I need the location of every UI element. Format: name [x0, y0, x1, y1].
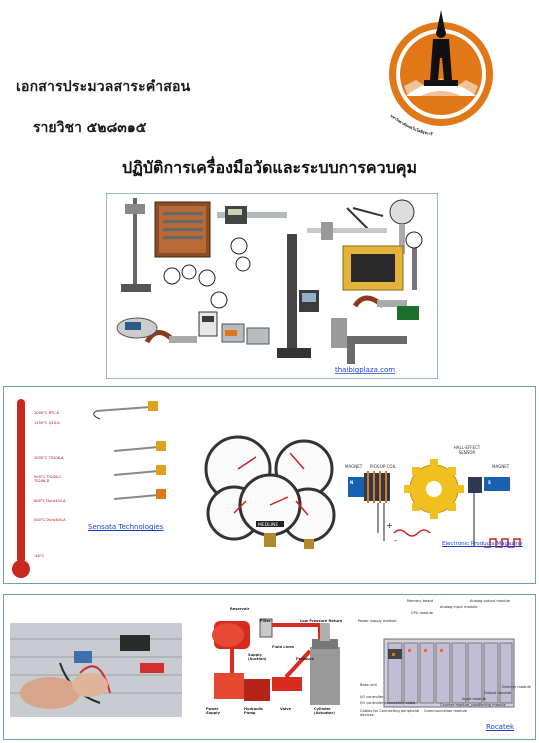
plc-input-label: Input module	[462, 697, 486, 701]
magnet-right-label: MAGNET	[492, 464, 510, 469]
thermo-label-3: 1000°C TS206-A	[34, 456, 64, 460]
plc-cpu-label: CPU module	[411, 611, 433, 615]
pressure-label: Pressure	[296, 657, 314, 661]
fluid-lines-label: Fluid Lines	[272, 645, 294, 649]
pump-label: Hydraulic Pump	[244, 707, 264, 715]
plus-sign: +	[386, 521, 393, 530]
page-title: ปฏิบัติการเครื่องมือวัดและระบบการควบคุม	[122, 158, 417, 177]
university-logo: มหาวิทยาลัยเทคโนโลยีสุรนารี	[376, 8, 506, 148]
plc-power-supply-label: Power supply module	[358, 619, 397, 623]
plc-counter-label: Counter module, positioning module	[440, 703, 506, 707]
plc-memory-board-label: Memory board	[407, 599, 434, 603]
filter-label: Filter	[260, 619, 271, 623]
plc-io-cable-label: I/O controller connecting cable	[360, 701, 416, 705]
magnet-left-label: MAGNET	[345, 464, 363, 469]
thermo-label-6: 500°C Dura300-A	[34, 518, 66, 522]
tools-credit-link[interactable]: thaibigplaza.com	[335, 366, 395, 374]
rocatek-credit-link[interactable]: Rocatek	[486, 723, 515, 731]
supply-label: Supply (Suction)	[248, 653, 267, 661]
sensors-image-panel: 1000°C RTC-A 1150°C Q10-A 1000°C TS206-A…	[3, 386, 536, 584]
low-pressure-return-label: Low Pressure Return	[300, 619, 343, 623]
plc-analog-output-label: Analog output module	[470, 599, 511, 603]
pole-s-label: S	[488, 480, 491, 485]
lab-photo	[10, 623, 182, 717]
plc-io-controller-label: I/O controller	[360, 695, 384, 699]
thermo-label-1: 1000°C RTC-A	[34, 411, 59, 415]
power-supply-label: Power Supply	[206, 707, 220, 715]
thermo-label-2: 1150°C Q10-A	[34, 421, 60, 425]
minus-sign: -	[394, 536, 397, 545]
pickup-coil-label: PICK-UP COIL	[370, 464, 396, 469]
plc-analog-input-label: Analog input module	[440, 605, 478, 609]
pole-n-label: N	[350, 480, 354, 485]
hall-effect-label: HALL-EFFECT SENSOR	[453, 445, 481, 455]
control-image-panel: Reservoir Filter Low Pressure Return Sup…	[3, 594, 536, 740]
sensata-credit-link[interactable]: Sensata Technologies	[88, 523, 164, 531]
plc-output-label: Output module	[484, 691, 512, 695]
valve-label: Valve	[280, 707, 292, 711]
tools-image-panel: thaibigplaza.com	[106, 193, 438, 379]
plc-communication-label: Communication module	[424, 709, 467, 713]
plc-peripheral-cable-label: Cables for Connecting peripheral devices	[360, 709, 420, 717]
gauge-brand: MEDLINE	[258, 522, 278, 528]
electronic-products-credit-link[interactable]: Electronic Products Magazine	[442, 541, 523, 547]
course-code: รายวิชา ๕๒๘๓๑๕	[33, 120, 147, 136]
thermo-label-5: 800°C Dura350-A	[34, 499, 66, 503]
thermo-label-7: -40°C	[34, 554, 45, 558]
plc-base-unit-label: Base unit	[360, 683, 377, 687]
cylinder-label: Cylinder (Actuator)	[314, 707, 335, 715]
reservoir-label: Reservoir	[230, 607, 250, 611]
thermo-label-4: 900°C TS206-C TS206-D	[34, 475, 62, 483]
plc-dummy-label: Dummy module	[502, 685, 531, 689]
document-label: เอกสารประมวลสาระคำสอน	[16, 79, 191, 95]
